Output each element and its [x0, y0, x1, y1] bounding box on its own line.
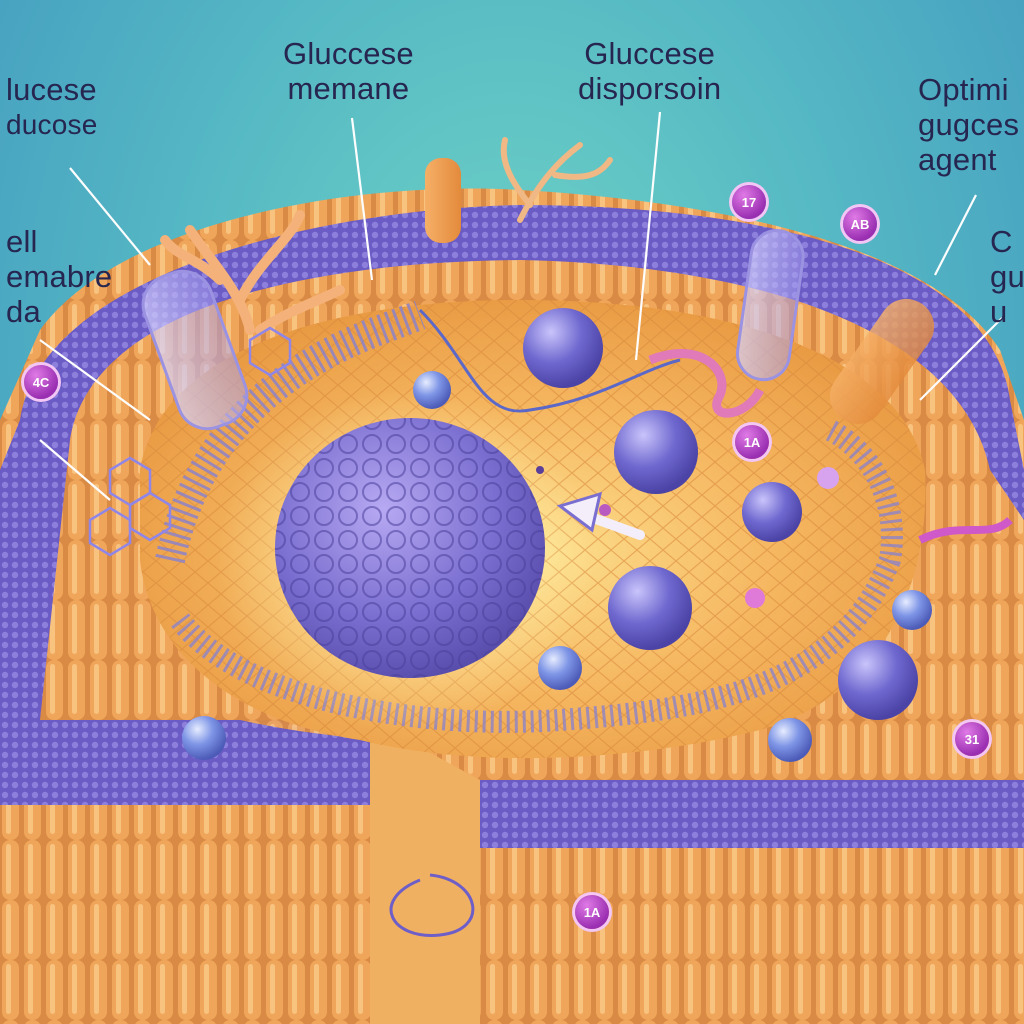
label-center-left-line2: memane — [287, 71, 410, 106]
badge-1a-gap: 1A — [575, 895, 609, 929]
label-right-top-line2: gugces — [918, 107, 1020, 142]
label-center-left: Gluccese memane — [283, 36, 414, 106]
badge-ab: AB — [843, 207, 877, 241]
label-left-top: lucese ducose — [6, 72, 98, 142]
badge-1a-inner: 1A — [735, 425, 769, 459]
badge-4c: 4C — [24, 365, 58, 399]
label-right-mid: C gu u — [990, 224, 1024, 329]
label-left-top-line2: ducose — [6, 109, 98, 140]
badge-31: 31 — [955, 722, 989, 756]
label-right-top-line3: agent — [918, 142, 997, 177]
label-right-top: Optimi gugces agent — [918, 72, 1019, 177]
label-left-mid-line1: ell — [6, 224, 38, 259]
label-left-mid: ell emabre da — [6, 224, 112, 329]
label-center-right-line1: Gluccese — [584, 36, 716, 71]
label-right-mid-line1: C — [990, 224, 1013, 259]
label-left-top-line1: lucese — [6, 72, 97, 107]
label-left-mid-line2: emabre — [6, 259, 113, 294]
label-left-mid-line3: da — [6, 294, 41, 329]
label-right-mid-line3: u — [990, 294, 1008, 329]
label-center-right: Gluccese disporsoin — [578, 36, 721, 106]
label-center-right-line2: disporsoin — [578, 71, 722, 106]
label-right-top-line1: Optimi — [918, 72, 1009, 107]
label-center-left-line1: Gluccese — [283, 36, 414, 71]
label-right-mid-line2: gu — [990, 259, 1024, 294]
badge-17: 17 — [732, 185, 766, 219]
